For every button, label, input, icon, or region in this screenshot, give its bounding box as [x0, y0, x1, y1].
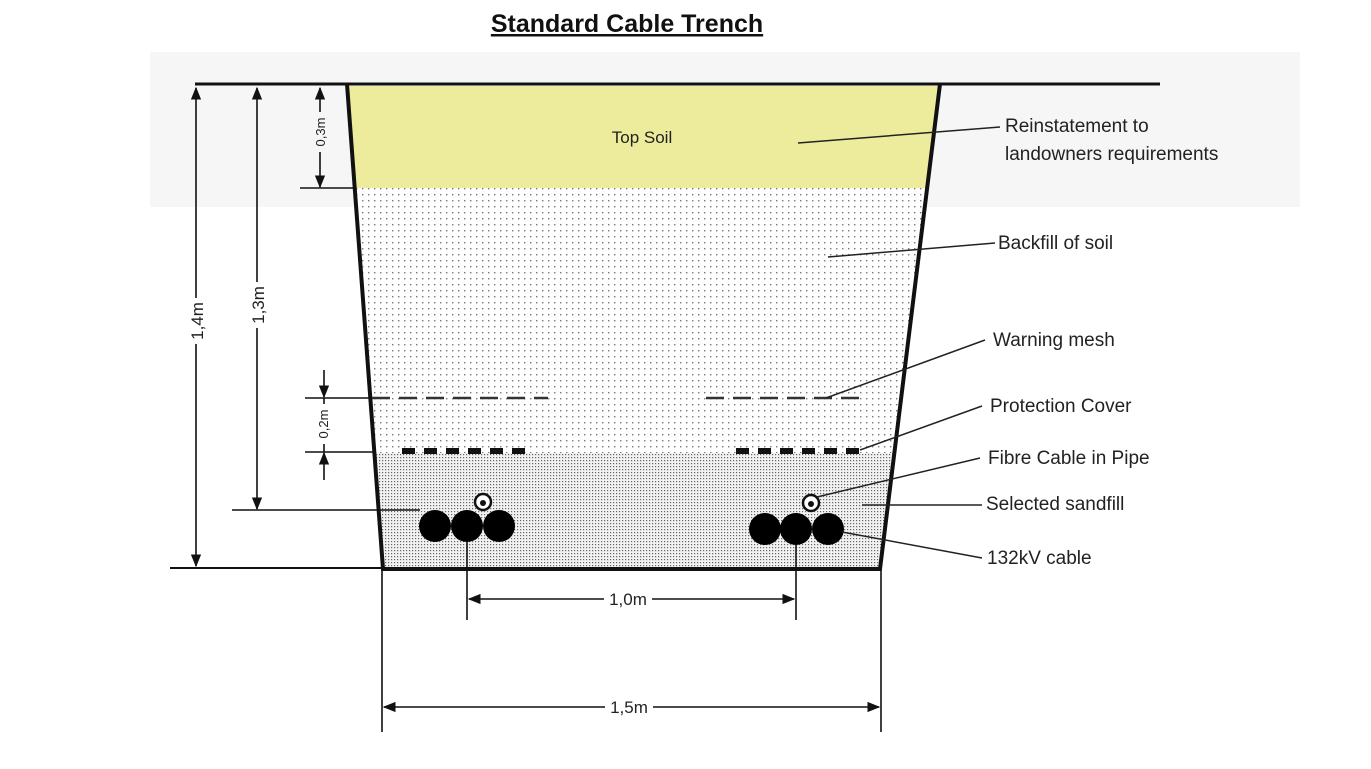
- 132kv-cable: [749, 513, 781, 545]
- callout-backfill: Backfill of soil: [998, 233, 1113, 254]
- 132kv-cable: [812, 513, 844, 545]
- 132kv-cable: [419, 510, 451, 542]
- bottom-width-label: 1,5m: [610, 698, 648, 717]
- cable-spacing-label: 1,0m: [609, 590, 647, 609]
- total-depth-label: 1,4m: [188, 302, 207, 340]
- callout-warning-mesh: Warning mesh: [993, 330, 1115, 351]
- dim-label-bg: [247, 282, 267, 328]
- callout-fibre-cable: Fibre Cable in Pipe: [988, 448, 1150, 469]
- callout-reinstatement-line2: landowners requirements: [1005, 144, 1218, 165]
- dim-label-bg: [312, 112, 328, 152]
- callout-reinstatement-line1: Reinstatement to: [1005, 116, 1149, 137]
- dim-label-bg: [605, 696, 653, 718]
- callout-132kv-cable: 132kV cable: [987, 548, 1092, 569]
- top-soil-layer: [347, 86, 940, 188]
- 132kv-cable: [780, 513, 812, 545]
- callout-protection-cover: Protection Cover: [990, 396, 1132, 417]
- cable-group-right: [749, 493, 844, 545]
- dim-label-bg: [186, 298, 206, 344]
- callout-leaders: [797, 126, 1001, 559]
- dim-label-bg: [604, 588, 652, 610]
- 132kv-cable: [451, 510, 483, 542]
- 132kv-cable: [483, 510, 515, 542]
- diagram-title: Standard Cable Trench: [491, 10, 763, 38]
- top-soil-label: Top Soil: [612, 128, 672, 147]
- cable-group-left: [419, 492, 515, 542]
- cable-depth-label: 1,3m: [249, 286, 268, 324]
- dim-label-bg: [315, 404, 331, 444]
- trench-outline: [345, 83, 942, 571]
- callout-sandfill: Selected sandfill: [986, 494, 1124, 515]
- backfill-layer: [354, 188, 928, 453]
- fibre-cable: [480, 500, 486, 506]
- mesh-spacing-label: 0,2m: [316, 410, 331, 439]
- topsoil-depth-label: 0,3m: [313, 118, 328, 147]
- fibre-cable: [808, 501, 814, 507]
